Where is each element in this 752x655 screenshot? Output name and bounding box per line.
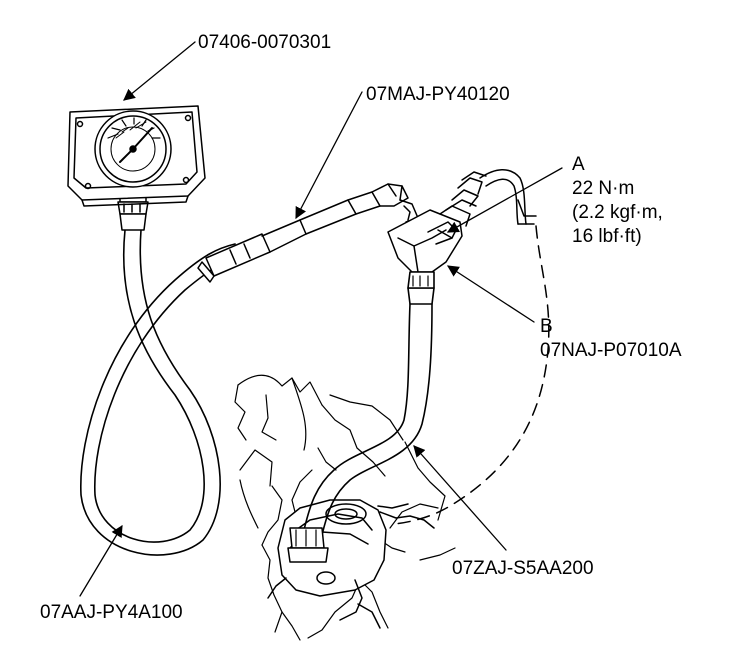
label-point-b-part: 07NAJ-P07010A (540, 340, 682, 361)
adapter-body (387, 171, 487, 273)
label-point-a-torque-nm: 22 N·m (572, 178, 635, 199)
label-gauge-adapter: 07MAJ-PY40120 (366, 84, 510, 105)
label-gauge-hose: 07AAJ-PY4A100 (40, 602, 183, 623)
label-point-a-torque-kgfm: (2.2 kgf·m, (572, 202, 663, 223)
fuel-rail-mount (267, 499, 435, 629)
pressure-gauge (67, 105, 206, 207)
leader-point-a (446, 167, 563, 233)
label-point-a-torque-lbfft: 16 lbf·ft) (572, 226, 642, 247)
gauge-adapter (197, 183, 419, 283)
leader-adapter-hose (413, 445, 507, 551)
leader-lines (79, 41, 563, 597)
leader-gauge-hose (79, 524, 123, 597)
label-point-a-letter: A (572, 154, 585, 175)
label-pressure-gauge: 07406-0070301 (198, 32, 332, 53)
lower-fitting (287, 527, 329, 563)
leader-gauge-adapter (295, 91, 363, 220)
return-line (479, 169, 537, 225)
leader-pressure-gauge (123, 41, 196, 101)
leader-point-b (447, 265, 535, 323)
adapter-hose (303, 271, 435, 536)
engine-block (234, 374, 456, 641)
label-point-b-letter: B (540, 316, 553, 337)
gauge-hose (80, 229, 246, 556)
label-adapter-hose: 07ZAJ-S5AA200 (452, 558, 594, 579)
